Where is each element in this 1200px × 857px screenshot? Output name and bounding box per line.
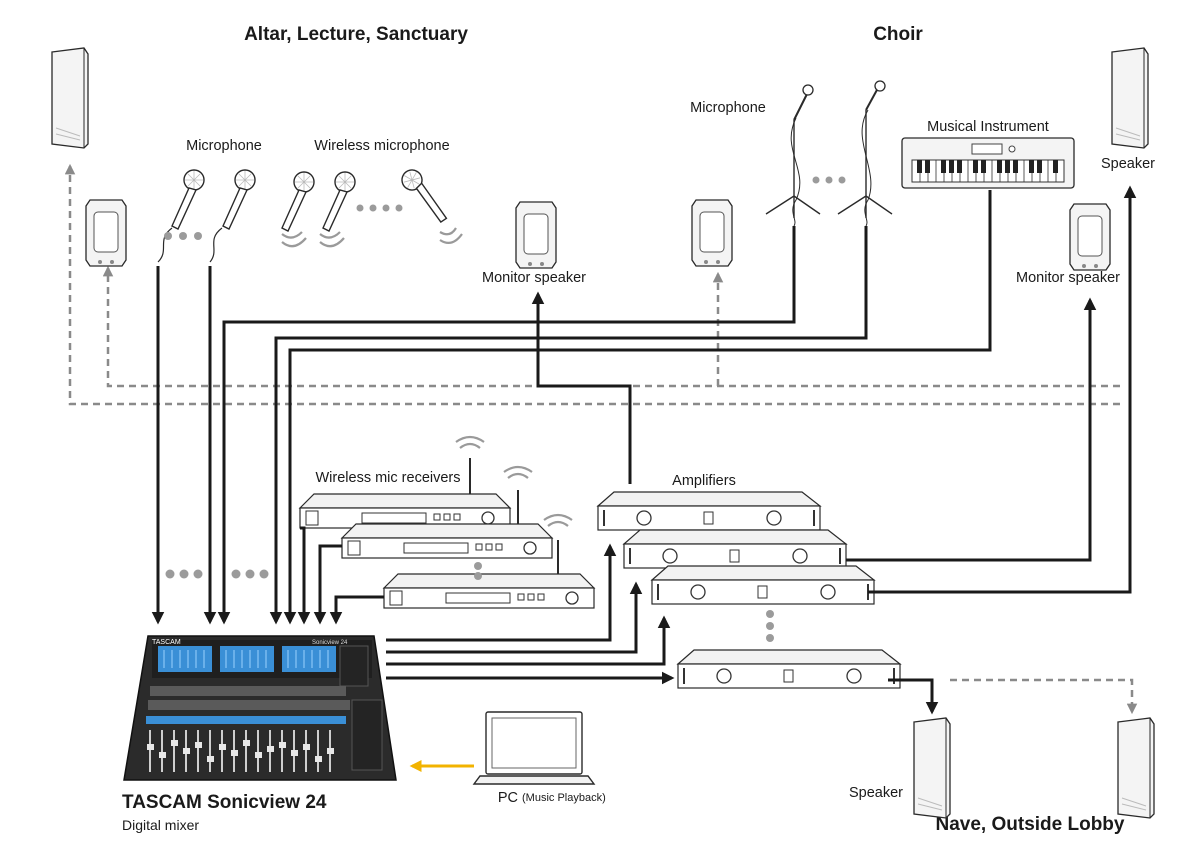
rack-unit-icon xyxy=(677,649,901,689)
ellipsis-dots xyxy=(164,232,202,240)
section-title-nave: Nave, Outside Lobby xyxy=(936,814,1125,835)
rack-unit-icon xyxy=(651,565,875,605)
section-title-choir: Choir xyxy=(873,24,923,45)
dashed-feed-left-speaker xyxy=(64,163,1120,406)
keyboard-icon xyxy=(901,137,1075,189)
microphone-icon xyxy=(171,169,205,230)
ellipsis-dots xyxy=(474,562,482,580)
mixer-name: TASCAM Sonicview 24 xyxy=(122,792,327,813)
monitor-speaker-icon xyxy=(85,199,127,267)
speaker-icon xyxy=(913,717,951,819)
rack-unit-icon xyxy=(299,493,511,529)
ellipsis-dots xyxy=(356,204,403,212)
label-microphone-left: Microphone xyxy=(186,138,262,154)
monitor-speaker-icon xyxy=(515,201,557,269)
mixer-model-plate: Sonicview 24 xyxy=(312,640,348,646)
mixer-icon: TASCAM Sonicview 24 xyxy=(123,635,397,781)
speaker-icon xyxy=(1117,717,1155,819)
label-pc-note: (Music Playback) xyxy=(522,792,606,804)
label-speaker-bottom: Speaker xyxy=(849,785,903,801)
laptop-icon xyxy=(472,711,596,785)
ellipsis-dots xyxy=(812,176,846,184)
section-title-altar: Altar, Lecture, Sanctuary xyxy=(244,24,468,45)
monitor-speaker-icon xyxy=(691,199,733,267)
microphone-icon xyxy=(222,169,256,230)
rack-unit-icon xyxy=(341,523,553,559)
label-musical-instrument: Musical Instrument xyxy=(927,119,1049,135)
mixer-subtitle: Digital mixer xyxy=(122,817,199,833)
label-monitor-speaker-center: Monitor speaker xyxy=(482,270,586,286)
monitor-speaker-icon xyxy=(1069,203,1111,271)
label-amplifiers: Amplifiers xyxy=(672,473,736,489)
dashed-feed-left-monitor xyxy=(102,265,1120,388)
ellipsis-dots xyxy=(766,610,774,642)
microphone-icon xyxy=(322,171,356,232)
microphone-icon xyxy=(391,165,461,225)
speaker-icon xyxy=(51,47,89,149)
microphone-stand-icon xyxy=(765,84,821,227)
dashed-feed-lobby-speaker xyxy=(950,678,1138,715)
label-pc: PC xyxy=(498,790,518,806)
ellipsis-dots xyxy=(165,569,269,579)
label-microphone-choir: Microphone xyxy=(690,100,766,116)
wireless-signal-icon xyxy=(455,435,573,527)
speaker-icon xyxy=(1111,47,1149,149)
wireless-signal-icon xyxy=(281,227,463,248)
microphone-stand-icon xyxy=(837,80,893,227)
label-wireless-receivers: Wireless mic receivers xyxy=(315,470,460,486)
mixer-brand: TASCAM xyxy=(152,639,181,646)
label-wireless-microphone: Wireless microphone xyxy=(314,138,449,154)
rack-unit-icon xyxy=(383,573,595,609)
rack-unit-icon xyxy=(623,529,847,569)
microphone-icon xyxy=(281,171,315,232)
label-speaker-right: Speaker xyxy=(1101,156,1155,172)
label-monitor-speaker-right: Monitor speaker xyxy=(1016,270,1120,286)
rack-unit-icon xyxy=(597,491,821,531)
